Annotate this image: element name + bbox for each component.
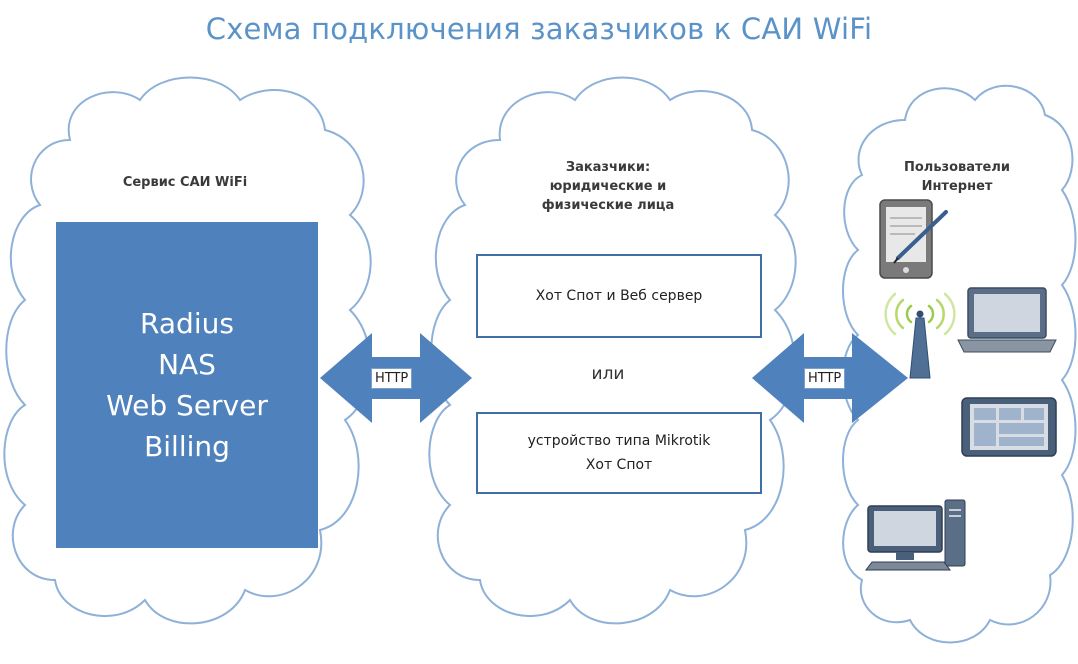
- option-box-line: устройство типа Mikrotik: [527, 433, 711, 449]
- cloud-middle-label: Заказчики: юридические и физические лица: [518, 158, 698, 215]
- or-label: или: [591, 364, 625, 384]
- option-box-hotspot-webserver: Хот Спот и Веб сервер: [476, 254, 762, 338]
- server-box: Radius NAS Web Server Billing: [56, 222, 318, 548]
- server-line: Radius: [140, 307, 234, 340]
- cloud-middle-label-line: юридические и: [549, 179, 667, 194]
- desktop-computer-icon: [865, 499, 966, 571]
- arrow-right-label: HTTP: [804, 368, 846, 389]
- wifi-antenna-icon: [884, 292, 956, 379]
- diagram-title: Схема подключения заказчиков к САИ WiFi: [205, 12, 873, 46]
- tablet-pen-icon: [879, 199, 948, 279]
- tablet-icon: [961, 397, 1057, 457]
- option-box-line: Хот Спот: [585, 457, 653, 473]
- cloud-left-label-text: Сервис САИ WiFi: [122, 175, 248, 190]
- cloud-right-label-line: Пользователи: [903, 160, 1011, 175]
- cloud-right-label: Пользователи Интернет: [882, 158, 1032, 196]
- cloud-right-label-line: Интернет: [921, 179, 993, 194]
- server-line: Web Server: [106, 389, 268, 422]
- server-line: Billing: [144, 430, 230, 463]
- cloud-middle-label-line: физические лица: [541, 198, 675, 213]
- arrow-left-label: HTTP: [371, 368, 413, 389]
- laptop-icon: [957, 287, 1057, 353]
- cloud-middle-label-line: Заказчики:: [565, 160, 651, 175]
- option-box-line: Хот Спот и Веб сервер: [535, 288, 703, 304]
- option-box-mikrotik: устройство типа Mikrotik Хот Спот: [476, 412, 762, 494]
- cloud-left-label: Сервис САИ WiFi: [95, 173, 275, 192]
- server-line: NAS: [158, 348, 216, 381]
